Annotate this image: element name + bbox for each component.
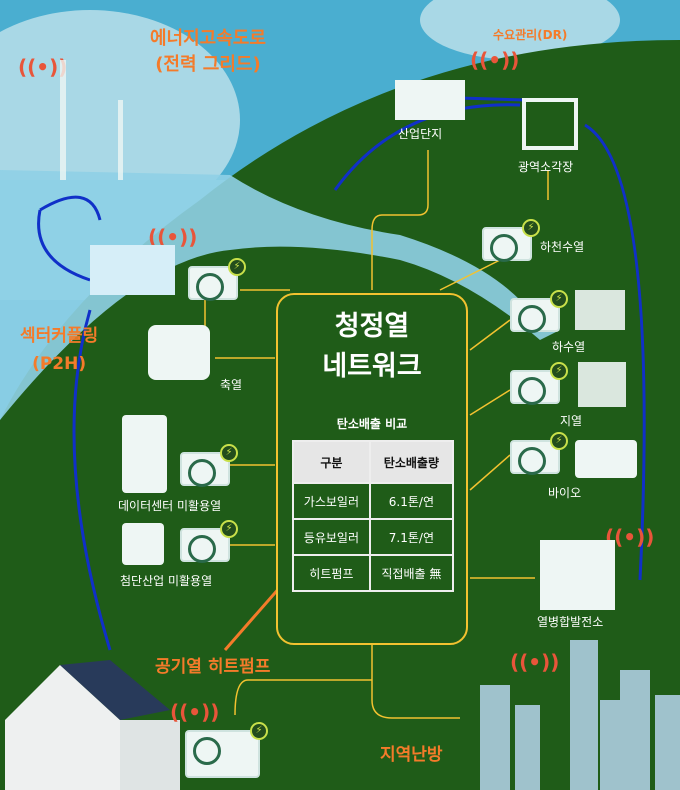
heat-pump-icon: ⚡ bbox=[510, 290, 568, 333]
wind-turbine-icon bbox=[60, 60, 66, 180]
incinerator-label: 광역소각장 bbox=[518, 160, 574, 174]
district-heating-label: 지역난방 bbox=[380, 745, 443, 765]
geothermal-icon bbox=[578, 362, 626, 407]
air-heat-pump-label: 공기열 히트펌프 bbox=[155, 657, 271, 677]
header-cell: 탄소배출량 bbox=[368, 440, 455, 484]
river-heat-label: 하천수열 bbox=[540, 240, 585, 254]
datacenter-label: 데이터센터 미활용열 bbox=[118, 499, 222, 513]
heat-pump-icon: ⚡ bbox=[510, 362, 568, 405]
table-title: 탄소배출 비교 bbox=[336, 417, 408, 431]
sewage-label: 하수열 bbox=[552, 340, 586, 354]
storage-label: 축열 bbox=[220, 378, 243, 392]
storage-tank-icon bbox=[148, 325, 210, 380]
heat-pump-icon: ⚡ bbox=[180, 520, 238, 563]
wifi-icon: ((•)) bbox=[18, 55, 68, 79]
power-plant-icon bbox=[540, 540, 615, 610]
heat-pump-icon: ⚡ bbox=[188, 258, 246, 301]
solar-panel-icon bbox=[90, 245, 175, 295]
heat-pump-icon: ⚡ bbox=[482, 219, 540, 262]
dr-label: 수요관리(DR) bbox=[493, 28, 568, 42]
geothermal-label: 지열 bbox=[560, 414, 583, 428]
heat-pump-icon: ⚡ bbox=[185, 722, 268, 778]
server-icon bbox=[122, 415, 167, 493]
bio-label: 바이오 bbox=[548, 486, 582, 500]
wifi-icon: ((•)) bbox=[170, 700, 220, 724]
sewage-icon bbox=[575, 290, 625, 330]
wind-turbine-icon bbox=[118, 100, 123, 180]
hightech-label: 첨단산업 미활용열 bbox=[120, 574, 213, 588]
chip-icon bbox=[122, 523, 164, 565]
truck-icon bbox=[575, 440, 637, 478]
sector-coupling-label: 섹터커플링(P2H) bbox=[20, 326, 99, 374]
wifi-icon: ((•)) bbox=[470, 48, 520, 72]
heat-pump-icon: ⚡ bbox=[180, 444, 238, 487]
header-cell: 구분 bbox=[292, 440, 371, 484]
energy-highway-title: 에너지고속도로(전력 그리드) bbox=[150, 28, 266, 75]
incinerator-icon bbox=[522, 98, 578, 150]
factory-icon bbox=[395, 80, 465, 120]
wifi-icon: ((•)) bbox=[510, 650, 560, 674]
chp-label: 열병합발전소 bbox=[537, 615, 604, 629]
heat-pump-icon: ⚡ bbox=[510, 432, 568, 475]
industrial-label: 산업단지 bbox=[398, 127, 443, 141]
